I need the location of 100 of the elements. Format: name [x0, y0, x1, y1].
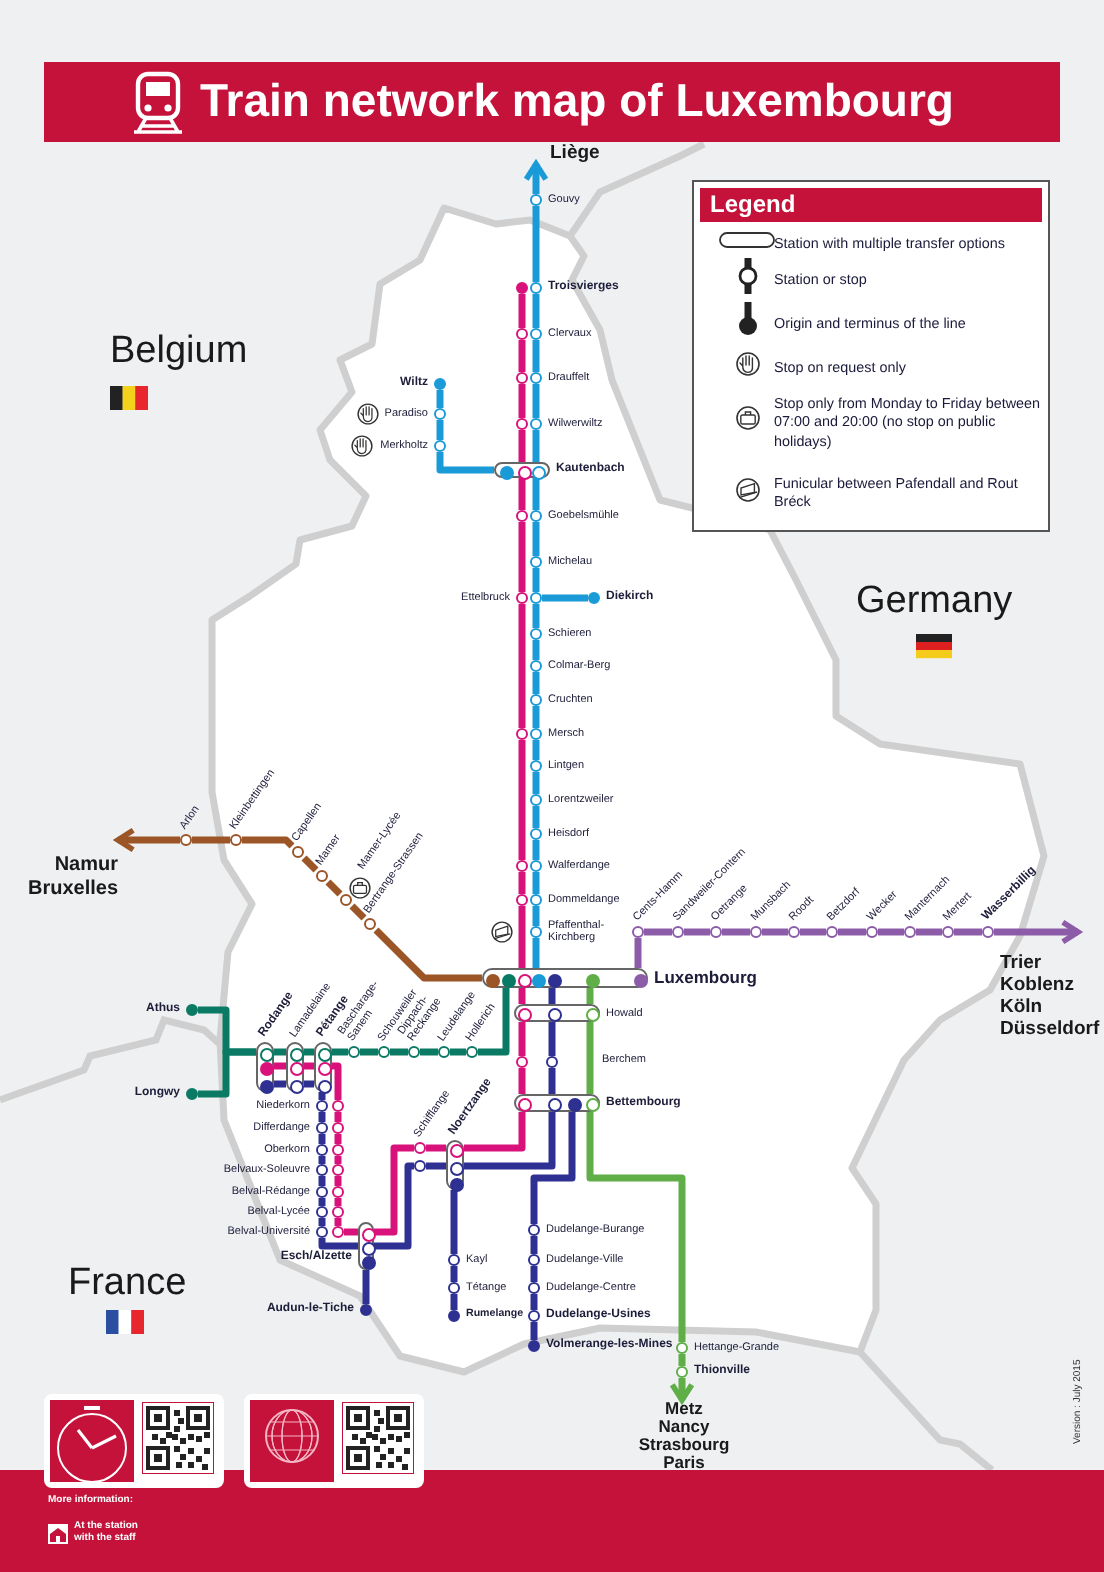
rail-line	[586, 1022, 594, 1094]
rail-line	[334, 1218, 342, 1226]
rail-line	[334, 1134, 342, 1144]
rail-line	[532, 604, 540, 628]
rail-line	[325, 879, 343, 897]
rail-line	[532, 568, 540, 592]
rail-line	[390, 1048, 408, 1056]
station-name: Luxembourg	[654, 968, 757, 988]
rail-line	[450, 1190, 458, 1254]
rail-line	[318, 1176, 326, 1186]
rail-line	[532, 294, 540, 328]
rail-line	[450, 1294, 458, 1310]
terminus-dot	[186, 1004, 198, 1016]
rail-line	[362, 1270, 370, 1304]
rail-line	[548, 1068, 556, 1094]
legend-title: Legend	[700, 188, 1042, 222]
rail-line	[518, 384, 526, 418]
rail-line	[532, 340, 540, 372]
destination-name: Trier	[1000, 954, 1042, 976]
rail-line	[678, 1354, 686, 1366]
rail-line	[518, 294, 526, 328]
rail-line	[532, 706, 540, 728]
rail-line	[192, 836, 230, 844]
rail-line	[426, 1162, 446, 1170]
rail-line	[518, 1068, 526, 1094]
rail-line	[274, 1062, 286, 1070]
rail-line	[878, 928, 904, 936]
rail-line	[518, 1022, 526, 1056]
rail-line	[518, 872, 526, 894]
rail-line	[518, 340, 526, 372]
rail-line	[115, 827, 180, 853]
destination-name: Koblenz	[1000, 976, 1074, 998]
rail-line	[532, 640, 540, 660]
destination-name: Liège	[524, 142, 614, 164]
rail-line	[301, 855, 319, 873]
rail-line	[318, 1134, 326, 1144]
rail-line	[532, 740, 540, 760]
rail-line	[762, 928, 788, 936]
rail-line	[586, 1112, 686, 1342]
transfer-station-capsule	[494, 462, 550, 478]
rail-line	[344, 1228, 358, 1236]
rail-line	[530, 1112, 576, 1224]
rail-line	[532, 840, 540, 860]
rail-line	[334, 1156, 342, 1164]
rail-line	[198, 1048, 256, 1098]
rail-line	[532, 384, 540, 418]
rail-line	[518, 430, 526, 462]
transfer-station-capsule	[286, 1042, 304, 1092]
rail-line	[722, 928, 750, 936]
rail-line	[360, 1048, 378, 1056]
destination-name: Metz Nancy Strasbourg Paris	[626, 1400, 742, 1470]
rail-line	[548, 1022, 556, 1056]
rail-line	[916, 928, 942, 936]
rail-line	[518, 740, 526, 860]
rail-line	[518, 604, 526, 728]
rail-line	[532, 522, 540, 556]
transfer-station-capsule	[358, 1222, 374, 1270]
rail-line	[530, 1294, 538, 1310]
country-name: Belgium	[110, 330, 248, 374]
rail-line	[532, 806, 540, 828]
rail-line	[426, 1144, 446, 1152]
rail-line	[304, 1062, 314, 1070]
rail-line	[334, 1112, 342, 1122]
rail-line	[684, 928, 710, 936]
rail-line	[274, 1080, 286, 1088]
rail-line	[318, 1218, 326, 1226]
rail-line	[274, 1048, 286, 1056]
rail-line	[374, 1162, 414, 1250]
destination-name: Namur Bruxelles	[28, 828, 118, 908]
rail-line	[318, 1112, 326, 1122]
rail-line	[838, 928, 866, 936]
rail-line	[436, 420, 444, 440]
station-circle	[530, 194, 542, 206]
rail-line	[304, 1080, 314, 1088]
station-circle	[676, 1342, 688, 1354]
rail-line	[530, 1236, 538, 1254]
title: Train network map of Luxembourg	[200, 74, 954, 128]
rail-line	[334, 1176, 342, 1186]
transfer-station-capsule	[482, 968, 648, 988]
rail-line	[349, 903, 367, 921]
station-circle	[180, 834, 192, 846]
rail-line	[518, 478, 526, 510]
rail-line	[304, 1048, 314, 1056]
rail-line	[242, 836, 295, 849]
country-name: Germany	[856, 580, 1013, 624]
rail-line	[478, 988, 510, 1056]
rail-line	[332, 1062, 342, 1100]
rail-line	[530, 1322, 538, 1340]
country-name: France	[68, 1262, 187, 1306]
rail-line	[954, 928, 982, 936]
station-circle	[676, 1366, 688, 1378]
rail-line	[532, 772, 540, 794]
transfer-station-capsule	[256, 1042, 274, 1092]
transfer-station-capsule	[514, 1094, 600, 1112]
rail-line	[436, 452, 494, 474]
rail-line	[450, 1048, 466, 1056]
rail-line	[334, 1198, 342, 1206]
rail-line	[530, 1266, 538, 1282]
rail-line	[332, 1048, 348, 1056]
rail-line	[634, 938, 642, 968]
